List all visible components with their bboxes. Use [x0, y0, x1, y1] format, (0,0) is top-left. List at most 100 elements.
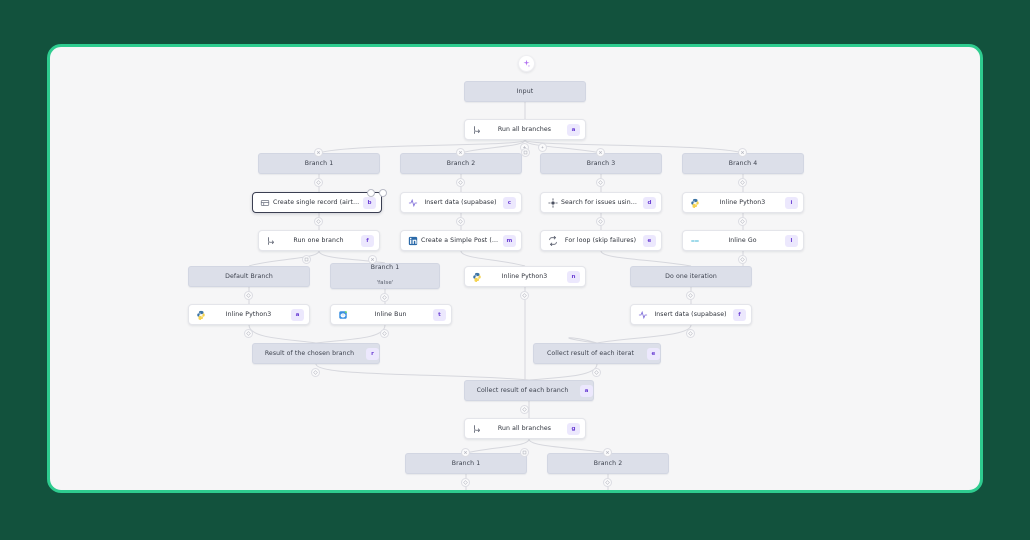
- node-badge: t: [433, 308, 446, 321]
- edge-handle-diamond[interactable]: [244, 329, 253, 338]
- ai-sparkle-button[interactable]: [518, 55, 535, 72]
- node-input[interactable]: Input: [464, 81, 586, 102]
- edge-handle-diamond[interactable]: [456, 178, 465, 187]
- edge-handle-close[interactable]: [603, 448, 612, 457]
- node-badge: r: [366, 347, 379, 360]
- edge-handle-close[interactable]: [596, 148, 605, 157]
- edge-handle-diamond[interactable]: [520, 405, 529, 414]
- node-forloop[interactable]: For loop (skip failures)e: [540, 230, 662, 251]
- sparkle-icon: [523, 59, 531, 68]
- supabase-icon: [637, 309, 648, 320]
- node-jira[interactable]: Search for issues using JQL (...d: [540, 192, 662, 213]
- node-label: Inline Python3: [719, 199, 766, 206]
- node-badge: m: [503, 234, 516, 247]
- edge-handle-diamond[interactable]: [520, 291, 529, 300]
- edge-handle-diamond[interactable]: [380, 329, 389, 338]
- edge-handle-close[interactable]: [738, 148, 747, 157]
- node-label: Collect result of each branch: [476, 387, 569, 394]
- node-collect_iter[interactable]: Collect result of each iterat e: [533, 343, 661, 364]
- edge-handle-diamond[interactable]: [686, 329, 695, 338]
- node-inline_bun[interactable]: Inline Bun t: [330, 304, 452, 325]
- edge-handle-square[interactable]: [521, 148, 530, 157]
- node-badge: b: [363, 196, 376, 209]
- edge-handle-sparkle-circle[interactable]: [538, 143, 547, 152]
- edge-handle-close[interactable]: [461, 448, 470, 457]
- edge-handle-diamond[interactable]: [596, 178, 605, 187]
- node-label: Branch 1: [304, 160, 334, 167]
- edge-handle-diamond[interactable]: [456, 217, 465, 226]
- edge-handle-diamond[interactable]: [311, 368, 320, 377]
- edge-handle-diamond[interactable]: [738, 178, 747, 187]
- edge-handle-diamond[interactable]: [314, 178, 323, 187]
- edge-handle-diamond[interactable]: [380, 293, 389, 302]
- node-badge: e: [647, 347, 660, 360]
- node-default_br[interactable]: Default Branch: [188, 266, 310, 287]
- python-icon: [689, 197, 700, 208]
- edge-handle-diamond[interactable]: [738, 217, 747, 226]
- linkedin-icon: [407, 235, 418, 246]
- node-supabase_1[interactable]: Insert data (supabase) c: [400, 192, 522, 213]
- node-label: Do one iteration: [665, 273, 717, 280]
- node-branch_false[interactable]: Branch 1'false': [330, 263, 440, 289]
- node-badge: f: [361, 234, 374, 247]
- python-icon: [471, 271, 482, 282]
- node-sublabel: 'false': [376, 280, 394, 287]
- node-python_b4[interactable]: Inline Python3 i: [682, 192, 804, 213]
- node-label: Create single record (airtable): [273, 199, 363, 206]
- edge-handle-diamond[interactable]: [461, 478, 470, 487]
- node-label: Inline Python3: [225, 311, 272, 318]
- node-badge: g: [567, 422, 580, 435]
- node-badge: a: [567, 123, 580, 136]
- edge-handle-close[interactable]: [368, 255, 377, 264]
- branch-all-icon: [471, 124, 482, 135]
- node-badge: d: [643, 196, 656, 209]
- edge-handle-square[interactable]: [302, 255, 311, 264]
- node-label: Branch 2: [446, 160, 476, 167]
- edge-handle-square[interactable]: [520, 448, 529, 457]
- node-label: Inline Bun: [374, 311, 407, 318]
- branch-one-icon: [265, 235, 276, 246]
- node-label: Branch 3: [586, 160, 616, 167]
- node-supabase_2[interactable]: Insert data (supabase)f: [630, 304, 752, 325]
- edge-handle-diamond[interactable]: [738, 255, 747, 264]
- node-label: Result of the chosen branch: [264, 350, 355, 357]
- jira-icon: [547, 197, 558, 208]
- node-label: For loop (skip failures): [564, 237, 637, 244]
- airtable-icon: [259, 197, 270, 208]
- edge-handle-close[interactable]: [314, 148, 323, 157]
- selection-handle-2[interactable]: [379, 189, 387, 197]
- node-label: Insert data (supabase): [424, 199, 497, 206]
- selection-handle-1[interactable]: [367, 189, 375, 197]
- edge-handle-diamond[interactable]: [596, 217, 605, 226]
- edge-handle-diamond[interactable]: [314, 217, 323, 226]
- node-label: Search for issues using JQL (...: [561, 199, 643, 206]
- loop-icon: [547, 235, 558, 246]
- edge-handle-diamond[interactable]: [603, 478, 612, 487]
- edge-handle-diamond[interactable]: [244, 291, 253, 300]
- node-do_one_iter[interactable]: Do one iteration: [630, 266, 752, 287]
- edge-handle-close[interactable]: [456, 148, 465, 157]
- edge-handle-diamond[interactable]: [592, 368, 601, 377]
- node-airtable[interactable]: Create single record (airtable)b: [252, 189, 387, 213]
- node-label: Collect result of each iterat: [546, 350, 635, 357]
- node-badge: i: [785, 196, 798, 209]
- node-label: Create a Simple Post (User) (...: [421, 237, 503, 244]
- python-icon: [195, 309, 206, 320]
- node-result_chosen[interactable]: Result of the chosen branch r: [252, 343, 380, 364]
- node-label: Branch 1: [451, 460, 481, 467]
- node-label: Insert data (supabase): [654, 311, 727, 318]
- node-badge: c: [503, 196, 516, 209]
- edge-handle-diamond[interactable]: [686, 291, 695, 300]
- branch-all-icon: [471, 423, 482, 434]
- node-label: Branch 2: [593, 460, 623, 467]
- supabase-icon: [407, 197, 418, 208]
- node-linkedin[interactable]: Create a Simple Post (User) (...m: [400, 230, 522, 251]
